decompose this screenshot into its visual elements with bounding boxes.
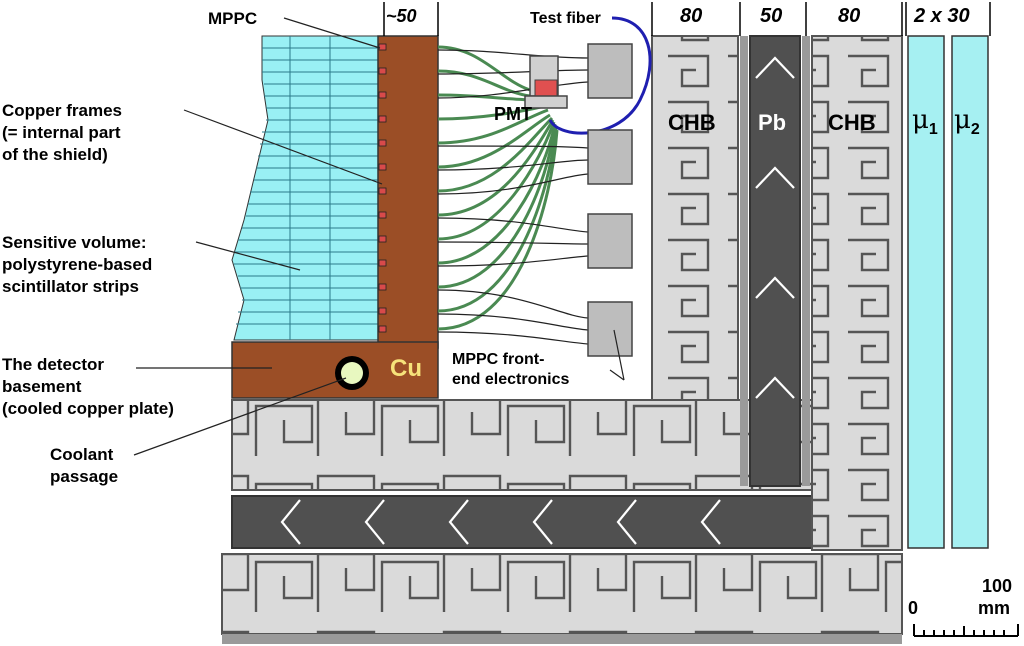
bottom-shield (221, 399, 903, 644)
mu1-symbol: μ (912, 105, 929, 135)
scale-bar (913, 624, 1019, 637)
frontend-line-2: end electronics (452, 371, 570, 388)
basement-line-3: (cooled copper plate) (2, 399, 174, 418)
basement-label: The detector basement (cooled copper pla… (2, 354, 174, 420)
scale-unit: mm (978, 598, 1011, 618)
chb-right-dimension: 80 (838, 5, 861, 27)
copper-frames-line-1: Copper frames (2, 101, 122, 120)
cu-label: Cu (390, 355, 422, 382)
sensitive-volume-line-2: polystyrene-based (2, 255, 153, 274)
frontend-line-1: MPPC front- (452, 351, 545, 368)
coolant-line-2: passage (50, 467, 119, 486)
muon-veto-2 (951, 35, 989, 549)
sensitive-volume-label: Sensitive volume: polystyrene-based scin… (2, 232, 152, 298)
mu2-subscript: 2 (970, 121, 980, 139)
mu1-label: μ1 (912, 107, 938, 140)
mu2-symbol: μ (954, 105, 971, 135)
gap-strip-left (740, 36, 748, 486)
gap-strip-right (802, 36, 810, 486)
sensitive-volume-line-1: Sensitive volume: (2, 233, 147, 252)
muon-veto-1 (907, 35, 945, 549)
sensitive-volume-line-3: scintillator strips (2, 277, 139, 296)
pmt-label: PMT (494, 104, 532, 124)
mu2-label: μ2 (954, 107, 980, 140)
frontend-boxes (587, 43, 633, 357)
test-fiber-label: Test fiber (530, 10, 601, 27)
black-signal-wires (437, 49, 589, 345)
pb-label: Pb (758, 110, 787, 135)
pb-dimension: 50 (760, 5, 783, 27)
basement-line-2: basement (2, 377, 82, 396)
copper-frames-label: Copper frames (= internal part of the sh… (2, 100, 122, 166)
leader-lines (133, 17, 625, 456)
chb-left-layer (651, 35, 739, 401)
frame-dimension: ~50 (386, 6, 417, 26)
muon-dimension: 2 x 30 (914, 5, 970, 27)
copper-frames-line-2: (= internal part (2, 123, 121, 142)
dimension-headers (383, 2, 991, 36)
coolant-label: Coolant passage (50, 444, 118, 488)
pmt (524, 55, 568, 109)
coolant-line-1: Coolant (50, 445, 114, 464)
frontend-label: MPPC front- end electronics (452, 350, 569, 390)
mppc-label: MPPC (208, 9, 258, 28)
chb-left-label: CHB (668, 110, 716, 135)
basement-line-1: The detector (2, 355, 105, 374)
scale-zero: 0 (908, 598, 919, 618)
chb-right-label: CHB (828, 110, 876, 135)
scale-value: 100 (982, 576, 1013, 596)
chb-right-layer (811, 35, 903, 551)
copper-frames-line-3: of the shield) (2, 145, 108, 164)
mu1-subscript: 1 (928, 121, 938, 139)
copper-frame (231, 35, 439, 399)
lead-layer (749, 35, 801, 487)
scintillator-block (231, 35, 379, 341)
test-fiber-line (548, 16, 652, 135)
chb-left-dimension: 80 (680, 5, 703, 27)
